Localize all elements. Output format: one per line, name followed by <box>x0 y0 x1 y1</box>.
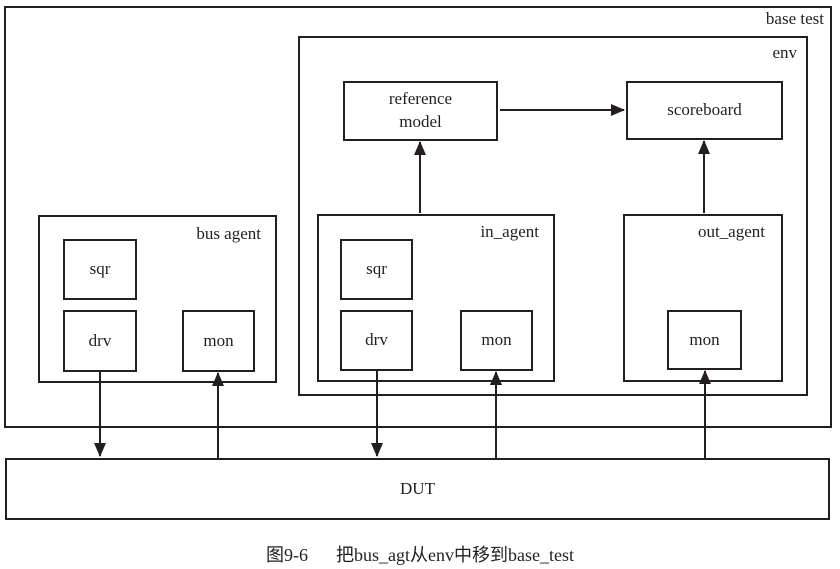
mon-label: mon <box>481 330 512 350</box>
sqr-label: sqr <box>366 259 387 279</box>
drv-label: drv <box>88 330 112 350</box>
bus-agent-container: bus agent <box>38 215 277 383</box>
out-agent-mon-block: mon <box>667 310 742 370</box>
scoreboard-label: scoreboard <box>667 100 742 120</box>
mon-label: mon <box>689 329 720 349</box>
bus-agent-sqr-block: sqr <box>63 239 137 300</box>
mon-label: mon <box>203 330 234 350</box>
bus-agent-drv-block: drv <box>63 310 137 372</box>
in-agent-mon-block: mon <box>460 310 533 371</box>
reference-model-label-line2: model <box>399 112 442 131</box>
scoreboard-block: scoreboard <box>626 81 783 140</box>
bus-agent-label: bus agent <box>196 224 261 243</box>
in-agent-sqr-block: sqr <box>340 239 413 300</box>
dut-block: DUT <box>5 458 830 520</box>
in-agent-container: in_agent <box>317 214 555 382</box>
env-label: env <box>772 43 797 62</box>
drv-label: drv <box>365 330 388 350</box>
base-test-container: base test <box>4 6 832 428</box>
in-agent-drv-block: drv <box>340 310 413 371</box>
base-test-label: base test <box>765 9 824 28</box>
dut-label: DUT <box>400 478 435 498</box>
reference-model-block: reference model <box>343 81 498 141</box>
bus-agent-mon-block: mon <box>182 310 255 372</box>
in-agent-label: in_agent <box>480 222 539 241</box>
out-agent-label: out_agent <box>697 222 765 241</box>
figure-caption: 图9-6 把bus_agt从env中移到base_test <box>0 541 840 567</box>
reference-model-label-line1: reference <box>388 89 453 109</box>
figure-caption-number: 图9-6 <box>266 545 309 565</box>
sqr-label: sqr <box>89 259 111 279</box>
figure-caption-title: 把bus_agt从env中移到base_test <box>336 545 574 565</box>
env-container: env <box>298 36 808 396</box>
